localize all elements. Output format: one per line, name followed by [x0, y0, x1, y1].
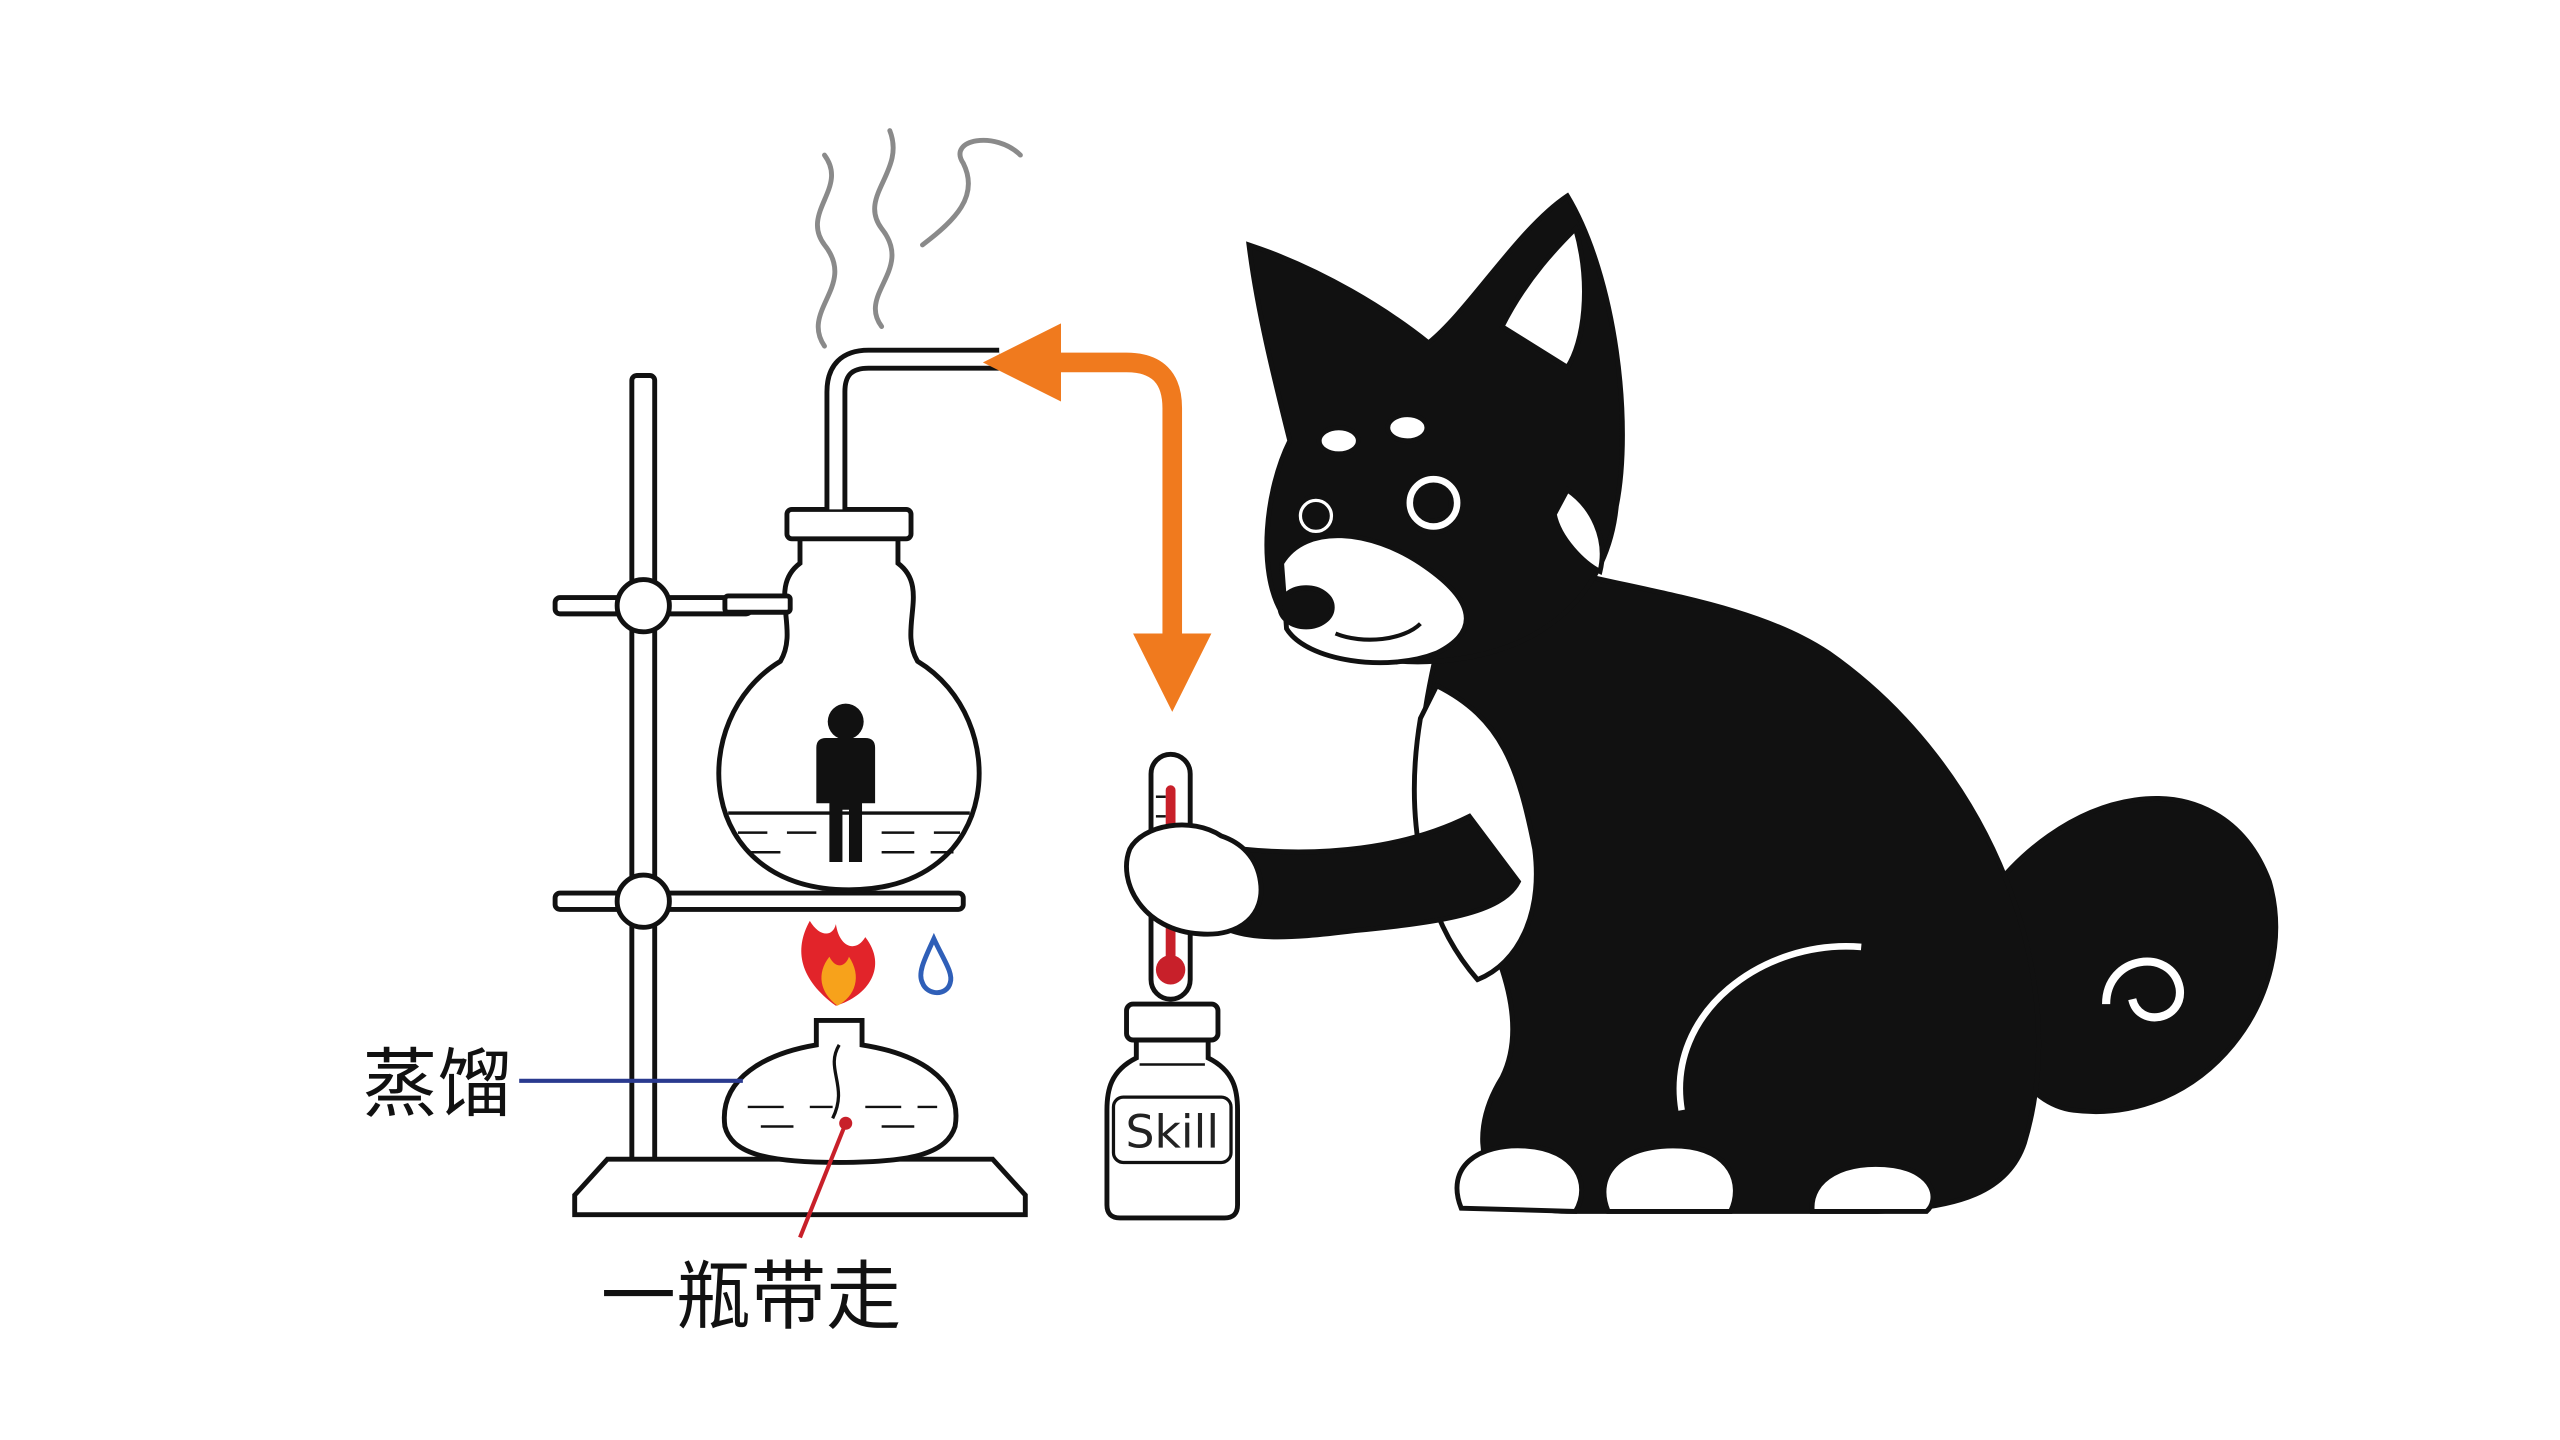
skill-bottle: Skill [1104, 1001, 1240, 1221]
person-icon [816, 703, 876, 863]
water-drop-icon [918, 932, 954, 996]
take-away-pointer [798, 1116, 853, 1239]
take-away-label: 一瓶带走 [601, 1252, 901, 1340]
distill-label: 蒸馏 [362, 1040, 512, 1128]
shiba-dog [1124, 192, 2279, 1214]
retort-stand [552, 373, 1028, 1218]
orange-arrow [982, 323, 1212, 712]
bottle-label: Skill [1125, 1106, 1219, 1159]
alcohol-burner [721, 1017, 959, 1165]
flame-icon [801, 920, 876, 1006]
steam [815, 128, 1023, 349]
